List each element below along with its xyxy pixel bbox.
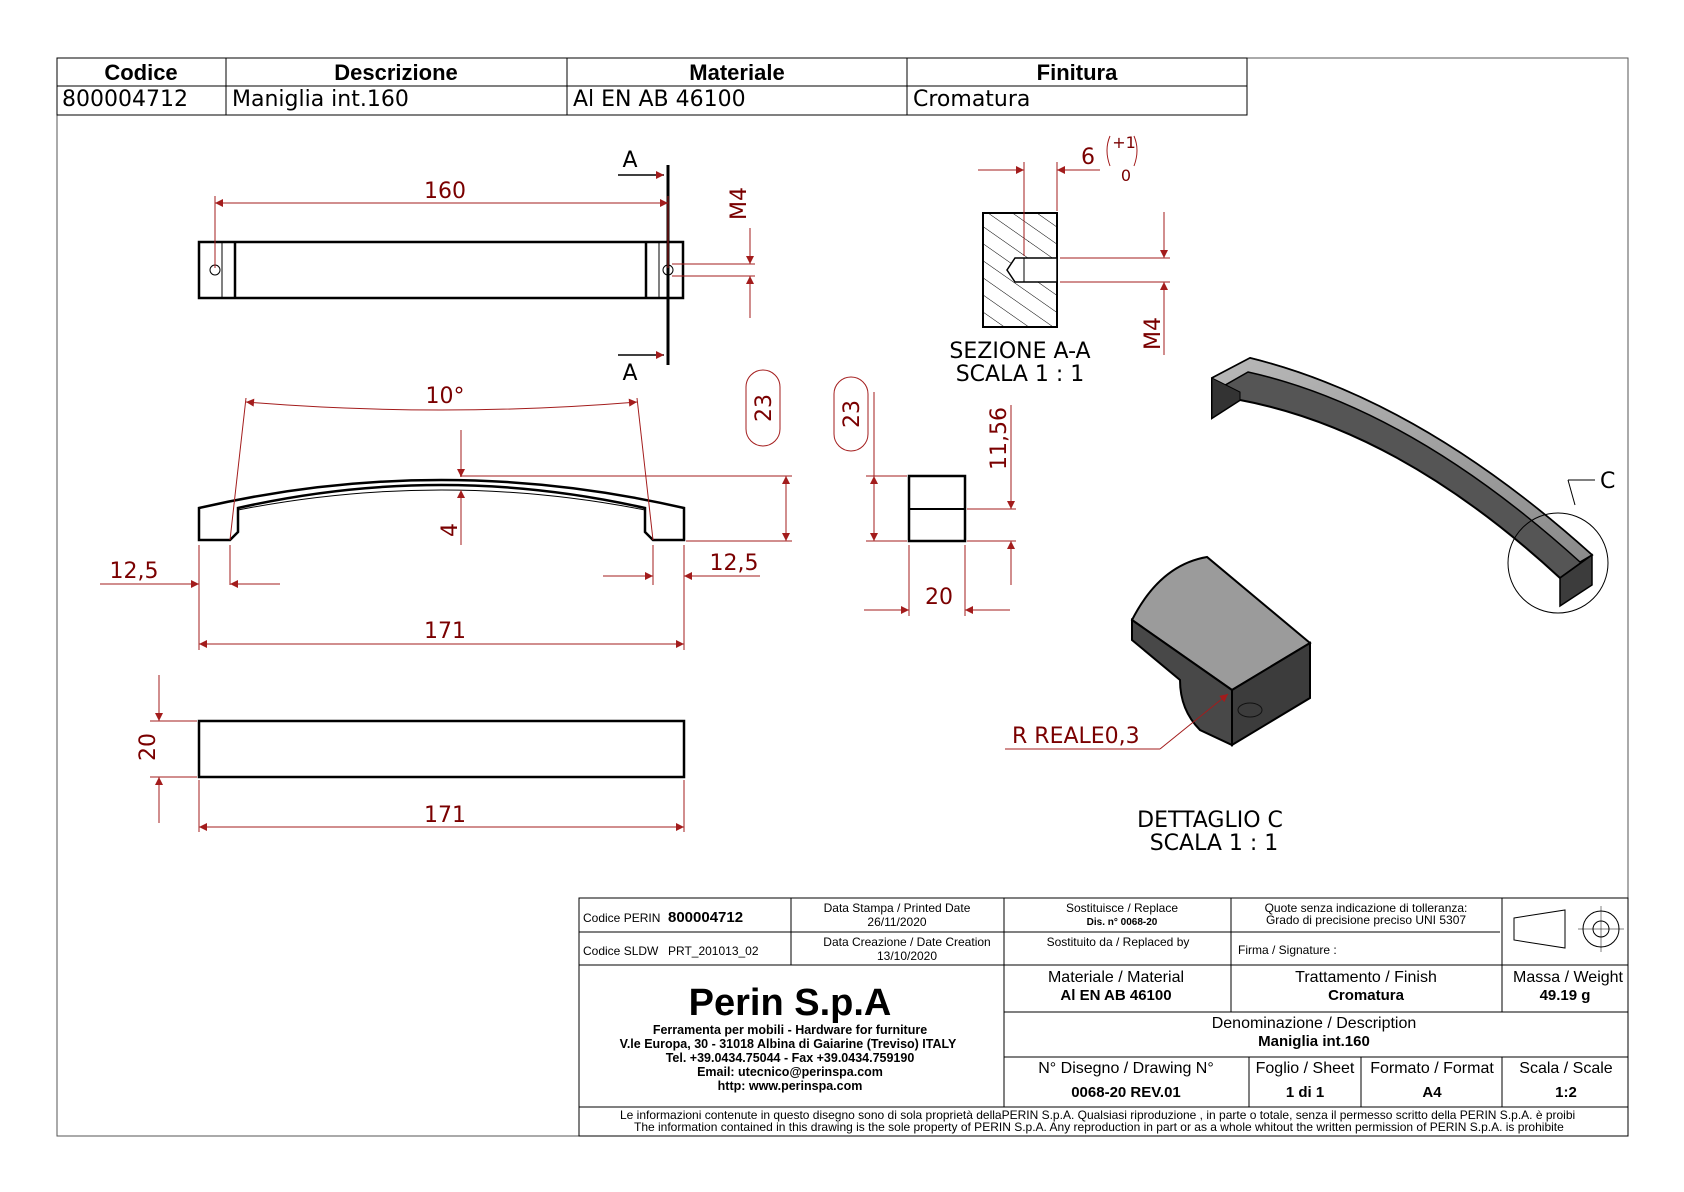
header-materiale: Materiale: [689, 60, 784, 85]
scala-value: 1:2: [1555, 1084, 1577, 1101]
data-stampa-value: 26/11/2020: [867, 915, 926, 929]
codice-sldw-label: Codice SLDW: [583, 944, 659, 958]
section-title: SEZIONE A-A: [949, 339, 1090, 364]
foglio-label: Foglio / Sheet: [1256, 1060, 1355, 1077]
isometric-view: C: [1210, 356, 1615, 614]
section-scale: SCALA 1 : 1: [956, 362, 1085, 387]
materiale-label: Materiale / Material: [1048, 969, 1184, 986]
massa-value: 49.19 g: [1540, 987, 1591, 1004]
detail-title: DETTAGLIO C: [1137, 808, 1283, 833]
sostituito-label: Sostituito da / Replaced by: [1047, 935, 1190, 949]
sostituisce-label: Sostituisce / Replace: [1066, 901, 1178, 915]
dim-m4-section: M4: [1141, 317, 1166, 350]
quote-line2: Grado di precisione preciso UNI 5307: [1266, 913, 1466, 927]
section-marker-bottom: A: [622, 361, 637, 386]
detail-view: R REALE0,3 DETTAGLIO C SCALA 1 : 1: [1005, 555, 1312, 856]
disclaimer-it: Le informazioni contenute in questo dise…: [620, 1108, 1575, 1122]
foglio-value: 1 di 1: [1286, 1084, 1324, 1101]
dim-depth-4: 4: [438, 523, 463, 537]
tolerance-zero: 0: [1121, 166, 1131, 185]
detail-c-marker: C: [1600, 469, 1615, 494]
section-view: 6 +1 0 M4 SEZIONE A-A SCALA 1 : 1: [949, 133, 1170, 387]
front-view: 10° 4 23 12,5 12,5 171: [100, 369, 792, 650]
dim-radius: R REALE0,3: [1012, 724, 1140, 749]
formato-label: Formato / Format: [1370, 1060, 1494, 1077]
dim-6: 6: [1081, 145, 1095, 170]
section-marker-top: A: [622, 148, 637, 173]
dim-23-a: 23: [752, 394, 777, 422]
side-view: 23 11,56 20: [833, 376, 1016, 616]
value-codice: 800004712: [62, 87, 188, 112]
projection-symbol-icon: [1513, 906, 1624, 952]
quote-line1: Quote senza indicazione di tolleranza:: [1265, 901, 1468, 915]
company-line5: http: www.perinspa.com: [718, 1079, 863, 1093]
scala-label: Scala / Scale: [1519, 1060, 1612, 1077]
dim-angle: 10°: [426, 384, 465, 409]
denominazione-value: Maniglia int.160: [1258, 1033, 1370, 1050]
value-materiale: Al EN AB 46100: [573, 87, 746, 112]
tolerance-plus: +1: [1112, 133, 1136, 152]
header-finitura: Finitura: [1037, 60, 1118, 85]
formato-value: A4: [1422, 1084, 1442, 1101]
data-creazione-label: Data Creazione / Date Creation: [823, 935, 990, 949]
dim-171-b: 171: [424, 803, 466, 828]
value-descrizione: Maniglia int.160: [232, 87, 409, 112]
dim-edge-left: 12,5: [110, 559, 159, 584]
codice-sldw-value: PRT_201013_02: [668, 944, 759, 958]
dim-11-56: 11,56: [987, 407, 1012, 470]
top-view: A A 160 M4: [197, 148, 755, 386]
codice-perin-label: Codice PERIN: [583, 911, 660, 925]
firma-label: Firma / Signature :: [1238, 943, 1337, 957]
title-block: Codice PERIN 800004712 Codice SLDW PRT_2…: [578, 897, 1629, 1137]
dim-20-side: 20: [136, 733, 161, 761]
company-line2: V.le Europa, 30 - 31018 Albina di Gaiari…: [620, 1037, 957, 1051]
trattamento-value: Cromatura: [1328, 987, 1405, 1004]
data-creazione-value: 13/10/2020: [877, 949, 937, 963]
dim-23-b: 23: [840, 400, 865, 428]
disclaimer-en: The information contained in this drawin…: [634, 1120, 1564, 1134]
data-stampa-label: Data Stampa / Printed Date: [824, 901, 971, 915]
company-line4: Email: utecnico@perinspa.com: [697, 1065, 883, 1079]
dim-m4-top: M4: [727, 187, 752, 220]
dim-171-a: 171: [424, 619, 466, 644]
value-finitura: Cromatura: [913, 87, 1030, 112]
dim-edge-right: 12,5: [710, 551, 759, 576]
company-name: Perin S.p.A: [689, 982, 892, 1024]
dim-160: 160: [424, 179, 466, 204]
company-line3: Tel. +39.0434.75044 - Fax +39.0434.75919…: [666, 1051, 915, 1065]
dim-20-section: 20: [925, 585, 953, 610]
disegno-label: N° Disegno / Drawing N°: [1038, 1060, 1214, 1077]
company-line1: Ferramenta per mobili - Hardware for fur…: [653, 1023, 927, 1037]
codice-perin-value: 800004712: [668, 909, 743, 926]
detail-scale: SCALA 1 : 1: [1150, 831, 1279, 856]
bottom-view: 20 171: [136, 675, 686, 832]
materiale-value: Al EN AB 46100: [1060, 987, 1171, 1004]
header-codice: Codice: [104, 60, 177, 85]
massa-label: Massa / Weight: [1513, 969, 1624, 986]
sostituisce-value: Dis. n° 0068-20: [1087, 917, 1158, 928]
denominazione-label: Denominazione / Description: [1212, 1015, 1417, 1032]
header-descrizione: Descrizione: [334, 60, 458, 85]
trattamento-label: Trattamento / Finish: [1295, 969, 1437, 986]
disegno-value: 0068-20 REV.01: [1071, 1084, 1181, 1101]
header-table: Codice Descrizione Materiale Finitura 80…: [56, 57, 1248, 116]
